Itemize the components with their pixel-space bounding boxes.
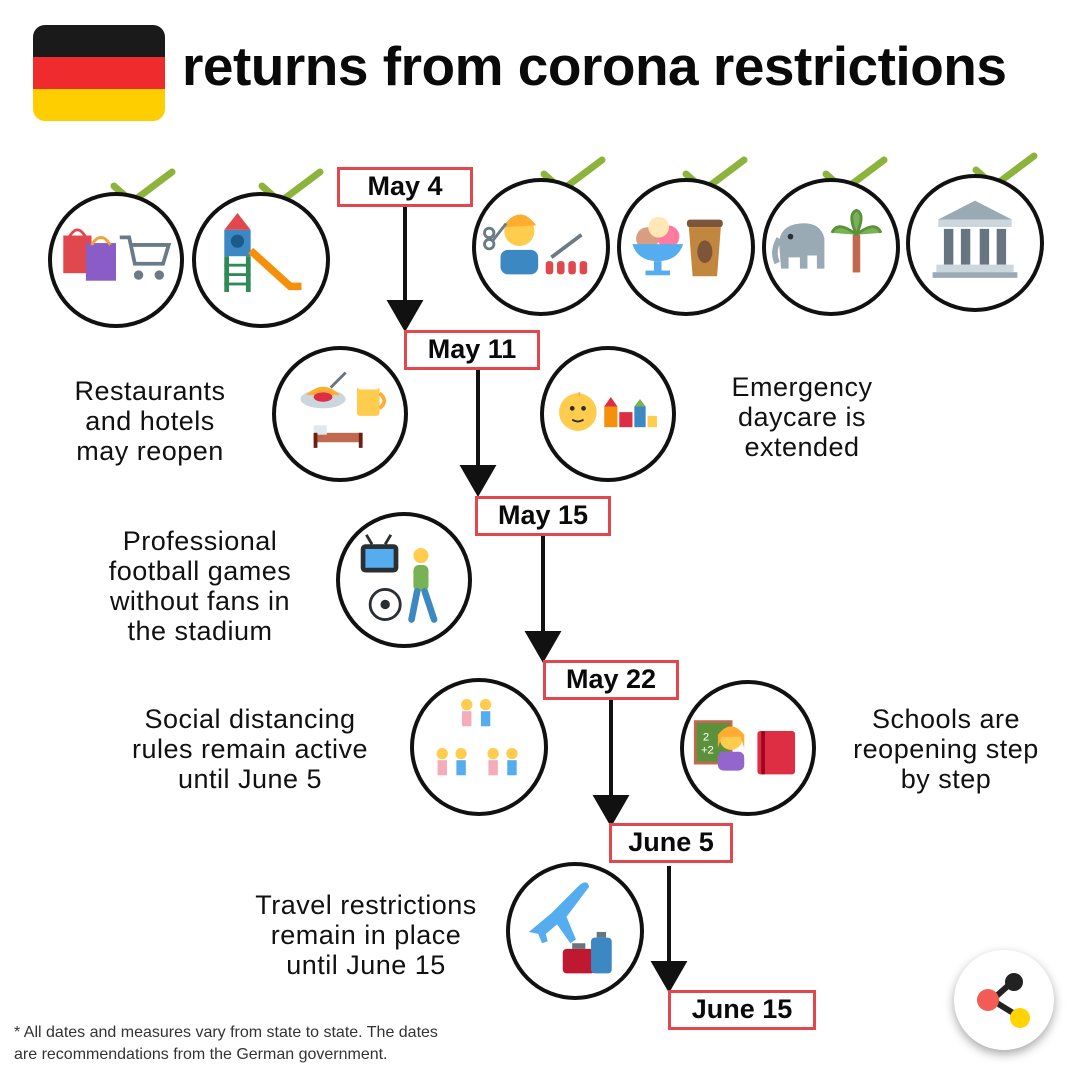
label-line: the stadium (127, 616, 273, 646)
date-june-5: June 5 (609, 823, 733, 863)
label-emergency-daycare: Emergency daycare is extended (712, 372, 892, 462)
flag-stripe-gold (33, 89, 165, 121)
label-line: daycare is (737, 402, 867, 432)
flag-stripe-black (33, 25, 165, 57)
label-schools-reopening: Schools are reopening step by step (830, 704, 1062, 794)
label-line: Travel restrictions (255, 890, 477, 920)
date-may-22: May 22 (543, 660, 679, 700)
daycare-icon (540, 346, 676, 482)
label-line: remain in place (270, 920, 462, 950)
date-may-15: May 15 (475, 496, 611, 536)
footnote: * All dates and measures vary from state… (14, 1022, 438, 1066)
label-line: Social distancing (144, 704, 356, 734)
shopping-icon (48, 192, 184, 328)
label-line: until June 15 (286, 950, 446, 980)
label-social-distancing: Social distancing rules remain active un… (108, 704, 392, 794)
label-line: until June 5 (177, 764, 323, 794)
label-line: may reopen (76, 436, 224, 466)
label-line: football games (108, 556, 292, 586)
footnote-line: * All dates and measures vary from state… (14, 1024, 438, 1041)
label-line: without fans in (109, 586, 291, 616)
label-restaurants-hotels: Restaurants and hotels may reopen (58, 376, 242, 466)
playground-icon (192, 192, 330, 328)
german-flag-icon (33, 25, 165, 121)
museum-icon (906, 174, 1044, 312)
ice-cream-coffee-icon (617, 178, 755, 316)
footnote-line: are recommendations from the German gove… (14, 1046, 388, 1063)
label-line: by step (900, 764, 992, 794)
restaurant-hotel-icon (272, 346, 408, 482)
label-line: Schools are (871, 704, 1021, 734)
label-line: Restaurants (74, 376, 226, 406)
flag-stripe-red (33, 57, 165, 89)
date-june-15: June 15 (668, 990, 816, 1030)
label-line: and hotels (85, 406, 215, 436)
hairdresser-icon (472, 178, 610, 316)
label-travel-restrictions: Travel restrictions remain in place unti… (232, 890, 500, 980)
date-may-11: May 11 (404, 330, 540, 370)
label-line: extended (744, 432, 860, 462)
school-icon: 2 +2 (680, 680, 816, 816)
svg-text:2: 2 (703, 731, 709, 743)
travel-icon (506, 862, 644, 1000)
brand-logo-icon (954, 950, 1054, 1050)
page-title: returns from corona restrictions (182, 35, 1007, 97)
label-line: Professional (122, 526, 278, 556)
label-line: rules remain active (131, 734, 369, 764)
label-line: Emergency (731, 372, 873, 402)
svg-text:+2: +2 (701, 745, 714, 757)
date-may-4: May 4 (337, 167, 473, 207)
football-icon (336, 512, 472, 648)
label-line: reopening step (853, 734, 1039, 764)
people-groups-icon (410, 678, 548, 816)
zoo-icon (762, 178, 900, 316)
label-football-games: Professional football games without fans… (84, 526, 316, 646)
